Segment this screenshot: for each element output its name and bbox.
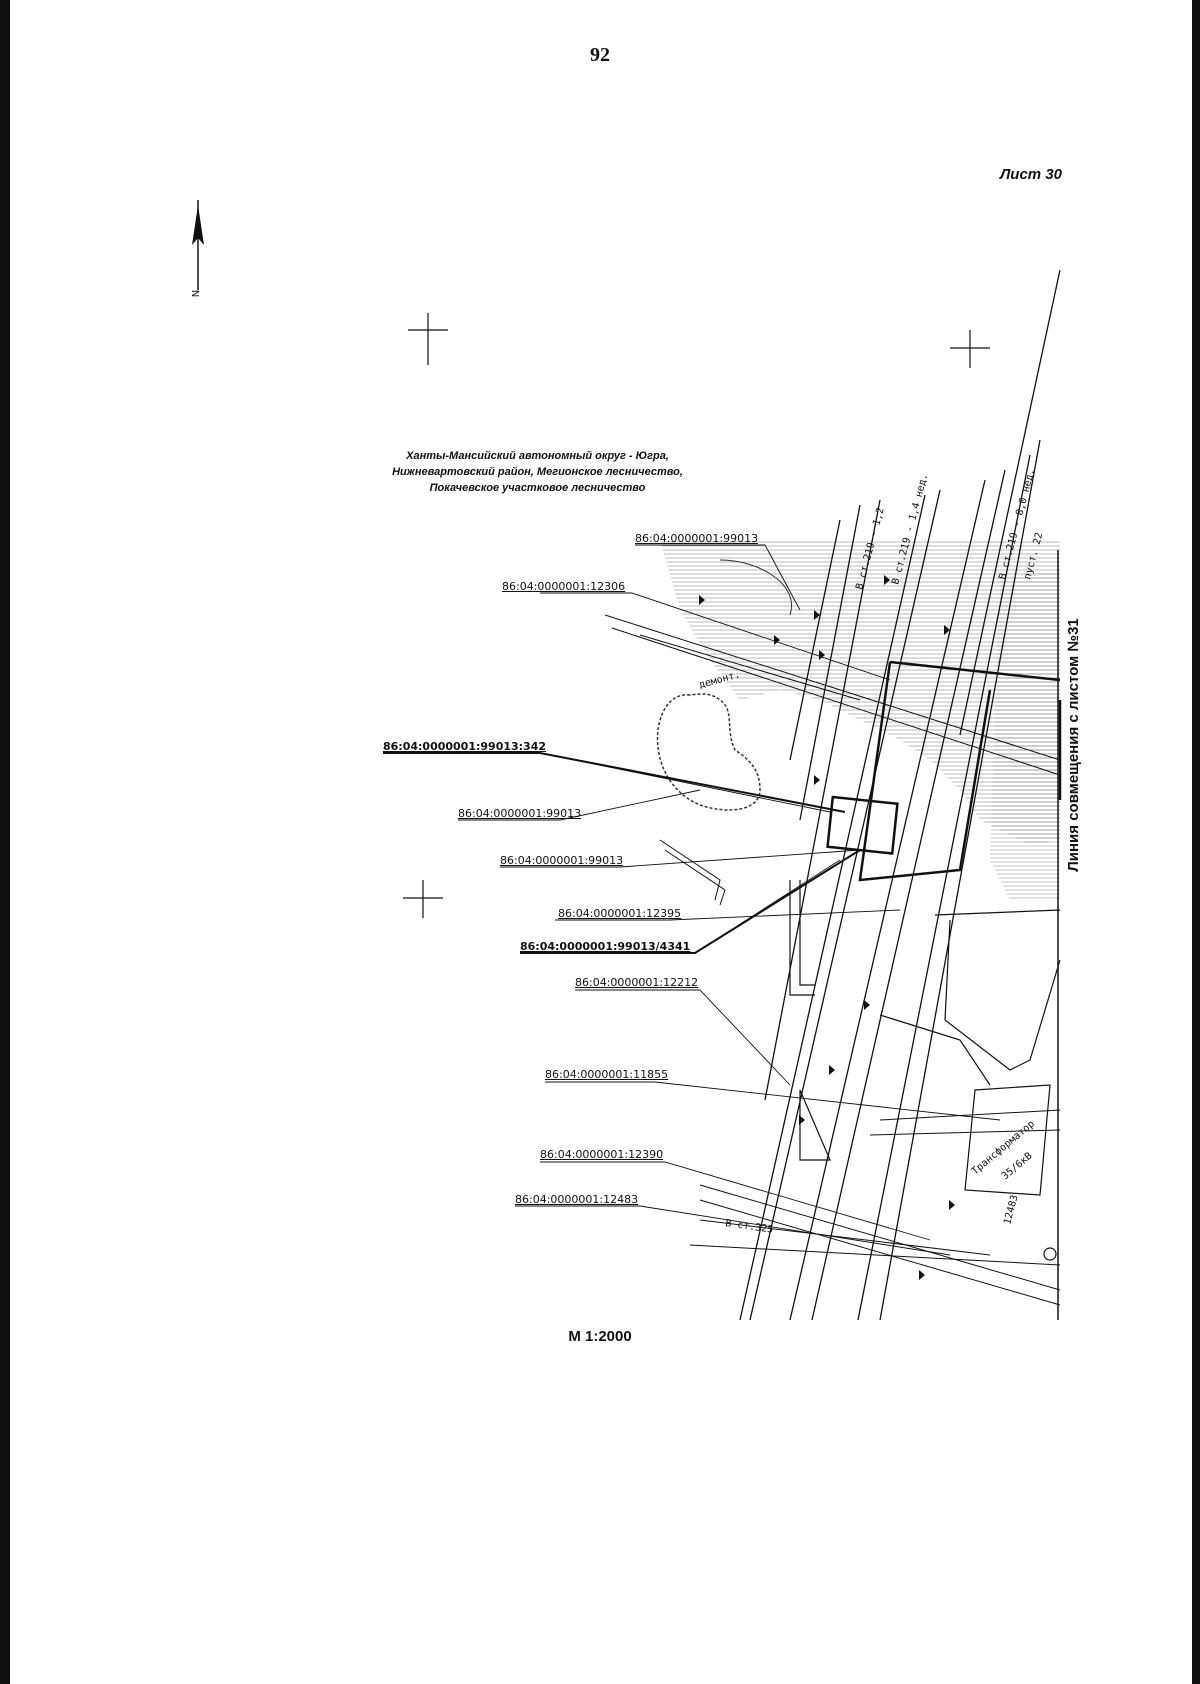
region-line: Ханты-Мансийский автономный округ - Югра…: [406, 450, 669, 462]
parcel-label: 86:04:0000001:99013:342: [383, 740, 547, 753]
scale-label: М 1:2000: [568, 1328, 632, 1345]
parcel-label: 86:04:0000001:12390: [540, 1148, 664, 1161]
page-number: 92: [590, 44, 610, 66]
contour: [719, 559, 793, 616]
parcel-label: 86:04:0000001:12212: [575, 976, 699, 989]
contour-circle: [1043, 1247, 1057, 1261]
parcel-label: 86:04:0000001:12306: [502, 580, 626, 593]
match-line-label: Линия совмещения с листом №31: [1065, 618, 1082, 872]
transformer-label: Трансформатор: [969, 1118, 1037, 1178]
pipeline-lines: [739, 269, 1061, 1321]
structures-thin: [789, 880, 1061, 1196]
parcel-code: 12483: [1002, 1194, 1020, 1226]
hook-detail: [659, 839, 721, 901]
parcel-label: 86:04:0000001:11855: [545, 1068, 669, 1081]
region-line: Нижневартовский район, Мегионское леснич…: [392, 466, 683, 478]
region-label: Ханты-Мансийский автономный округ - Югра…: [360, 448, 715, 496]
pipe-markers: [699, 575, 955, 1280]
region-line: Покачевское участковое лесничество: [429, 482, 646, 494]
scan-edge-left: [0, 0, 10, 1684]
parcel-label: 86:04:0000001:99013: [500, 854, 624, 867]
parcel-label: 86:04:0000001:99013/4341: [520, 940, 691, 953]
hook-detail: [664, 849, 726, 906]
parcel-label: 86:04:0000001:99013: [458, 807, 582, 820]
parcel-label: 86:04:0000001:12395: [558, 907, 682, 920]
parcel-label: 86:04:0000001:99013: [635, 532, 759, 545]
leader-lines-bold: [383, 752, 861, 954]
parcel-label: 86:04:0000001:12483: [515, 1193, 639, 1206]
hatched-area: [990, 570, 1060, 900]
hatched-area: [660, 540, 1060, 845]
cross-lines: [604, 614, 1061, 1306]
sheet-label: Лист 30: [1000, 166, 1062, 183]
mound-contour: [656, 693, 761, 811]
transformer-code: 35/6кВ: [1000, 1151, 1035, 1183]
scan-edge-right: [1192, 0, 1200, 1684]
pipe-annotation: В ст.325: [725, 1218, 774, 1236]
